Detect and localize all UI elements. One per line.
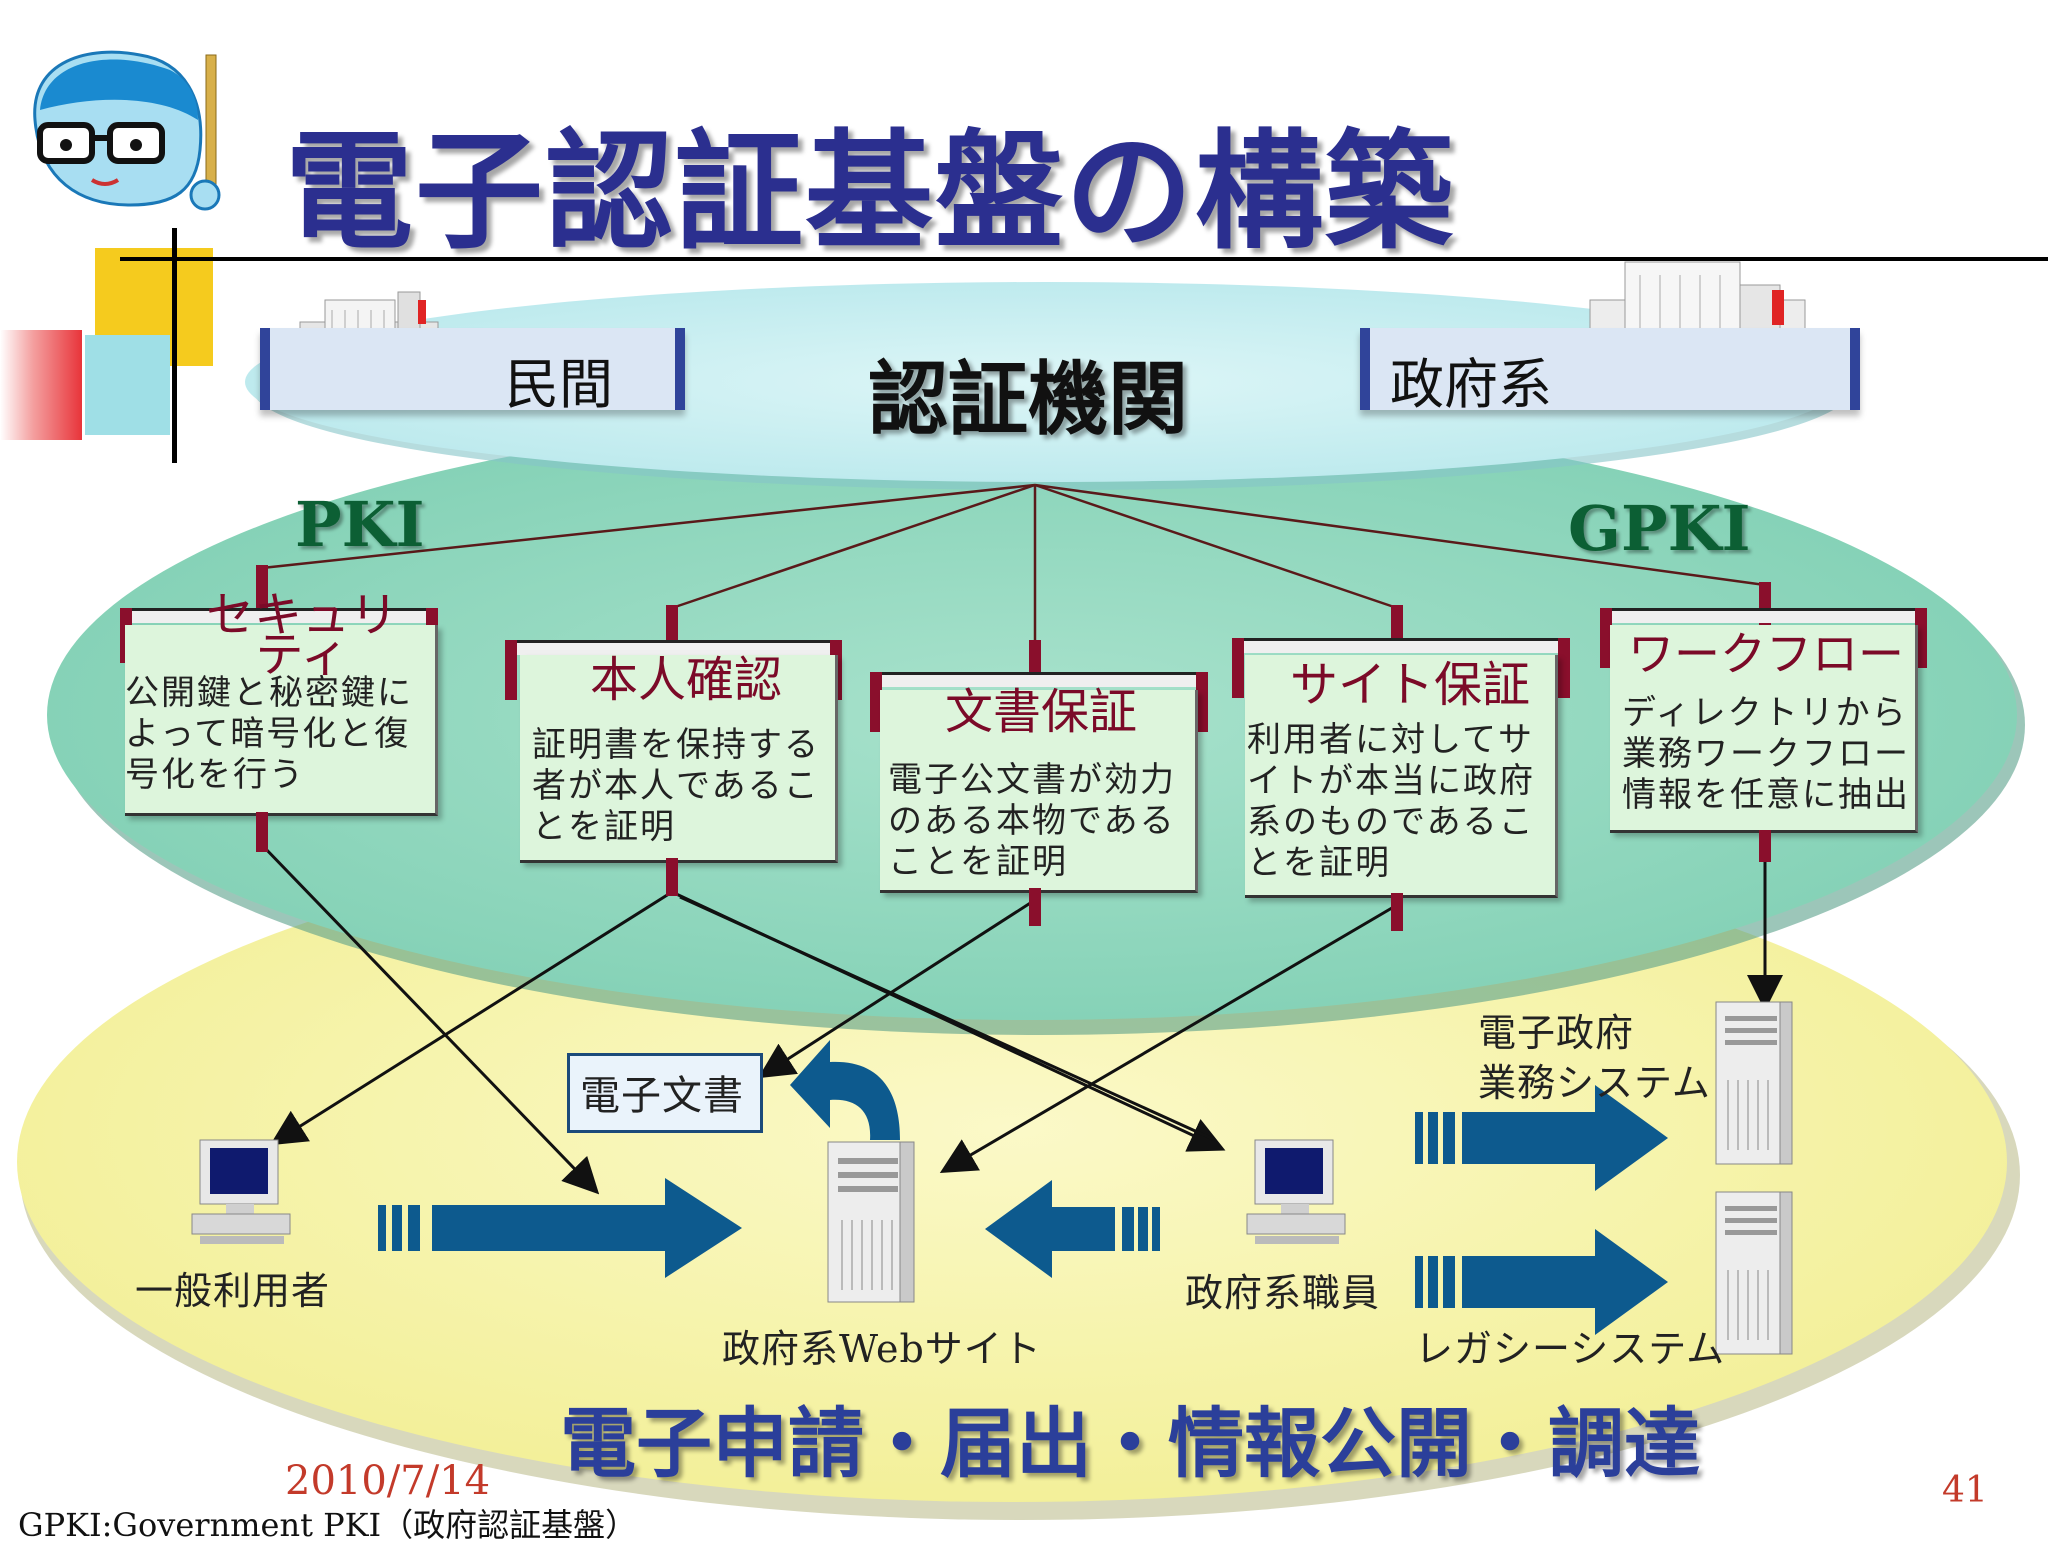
service-card-workflow: ディレクトリから業務ワークフロー情報を任意に抽出 [1610,625,1918,833]
legacy-system-label: レガシーシステム [1415,1327,1726,1371]
page-number: 41 [1942,1470,1988,1511]
service-to-node-line-double [679,895,1216,1142]
service-to-node-lines [260,843,1783,1195]
card-tab-right [1196,672,1208,732]
gov-website-server-icon [827,1141,915,1303]
private-ca-label: 民間 [505,353,613,416]
service-card-workflow-title: ワークフロー [1628,627,1904,681]
gov-staff-label: 政府系職員 [1185,1271,1381,1315]
service-card-identity-desc: 証明書を保持する者が本人であることを証明 [532,725,820,847]
certification-authority-label: 認証機関 [868,352,1188,446]
service-card-site-title: サイト保証 [1290,657,1531,713]
general-user-label: 一般利用者 [135,1269,331,1313]
egov-system-label-line2: 業務システム [1478,1061,1711,1105]
service-card-security: 公開鍵と秘密鍵によって暗号化と復号化を行う [125,625,438,816]
private-ca-box [260,328,685,410]
pki-zone-label: PKI [295,488,425,561]
title-rule [120,257,2048,261]
gov-website-label: 政府系Webサイト [722,1327,1042,1371]
general-user-computer-icon [191,1139,291,1244]
card-tab-right [1558,638,1570,698]
slide-date: 2010/7/14 [285,1458,491,1504]
government-ca-label: 政府系 [1390,353,1552,416]
egov-system-server-icon [1715,1001,1793,1165]
decor-red-gradient [0,330,82,440]
flow-arrows [378,1040,1668,1335]
card-tab-left [870,672,882,732]
slide-title: 電子認証基盤の構築 [285,117,1456,267]
legacy-system-server-icon [1715,1191,1793,1355]
service-card-security-desc: 公開鍵と秘密鍵によって暗号化と復号化を行う [125,673,413,795]
card-connector-top [1029,640,1041,680]
gov-staff-computer-icon [1246,1139,1346,1244]
card-connector-bottom [1029,888,1041,926]
service-card-site: 利用者に対してサイトが本当に政府系のものであることを証明 [1245,655,1558,898]
card-connector-bottom [1759,830,1771,862]
electronic-document-box [567,1053,763,1133]
service-card-document-title: 文書保証 [945,684,1138,740]
service-card-identity-title: 本人確認 [590,652,783,708]
service-card-security-title: セキュリティ [205,587,398,683]
card-tab-left [505,640,517,700]
service-card-document-desc: 電子公文書が効力のある本物であることを証明 [888,760,1176,882]
card-tab-left [1600,608,1612,668]
egov-system-label-line1: 電子政府 [1478,1011,1635,1055]
gpki-footnote: GPKI:Government PKI（政府認証基盤） [18,1506,638,1544]
card-connector-bottom [256,812,268,852]
gpki-zone-label: GPKI [1568,492,1751,565]
decor-cyan-square [85,335,170,435]
card-tab-right [1915,608,1927,668]
card-connector-bottom [666,858,678,896]
service-card-identity: 証明書を保持する者が本人であることを証明 [520,655,838,863]
card-tab-left [1232,638,1244,698]
mascot-teacher-icon [33,50,221,211]
card-connector-top [256,565,268,613]
ca-connector-lines [261,483,1766,642]
services-banner: 電子申請・届出・情報公開・調達 [560,1399,1700,1488]
government-ca-box [1360,328,1860,410]
service-card-document: 電子公文書が効力のある本物であることを証明 [880,690,1198,893]
electronic-document-label: 電子文書 [580,1073,744,1119]
service-card-site-desc: 利用者に対してサイトが本当に政府系のものであることを証明 [1247,720,1535,883]
title-rule-vertical [172,228,177,463]
service-card-workflow-desc: ディレクトリから業務ワークフロー情報を任意に抽出 [1622,693,1910,815]
card-connector-bottom [1391,893,1403,931]
